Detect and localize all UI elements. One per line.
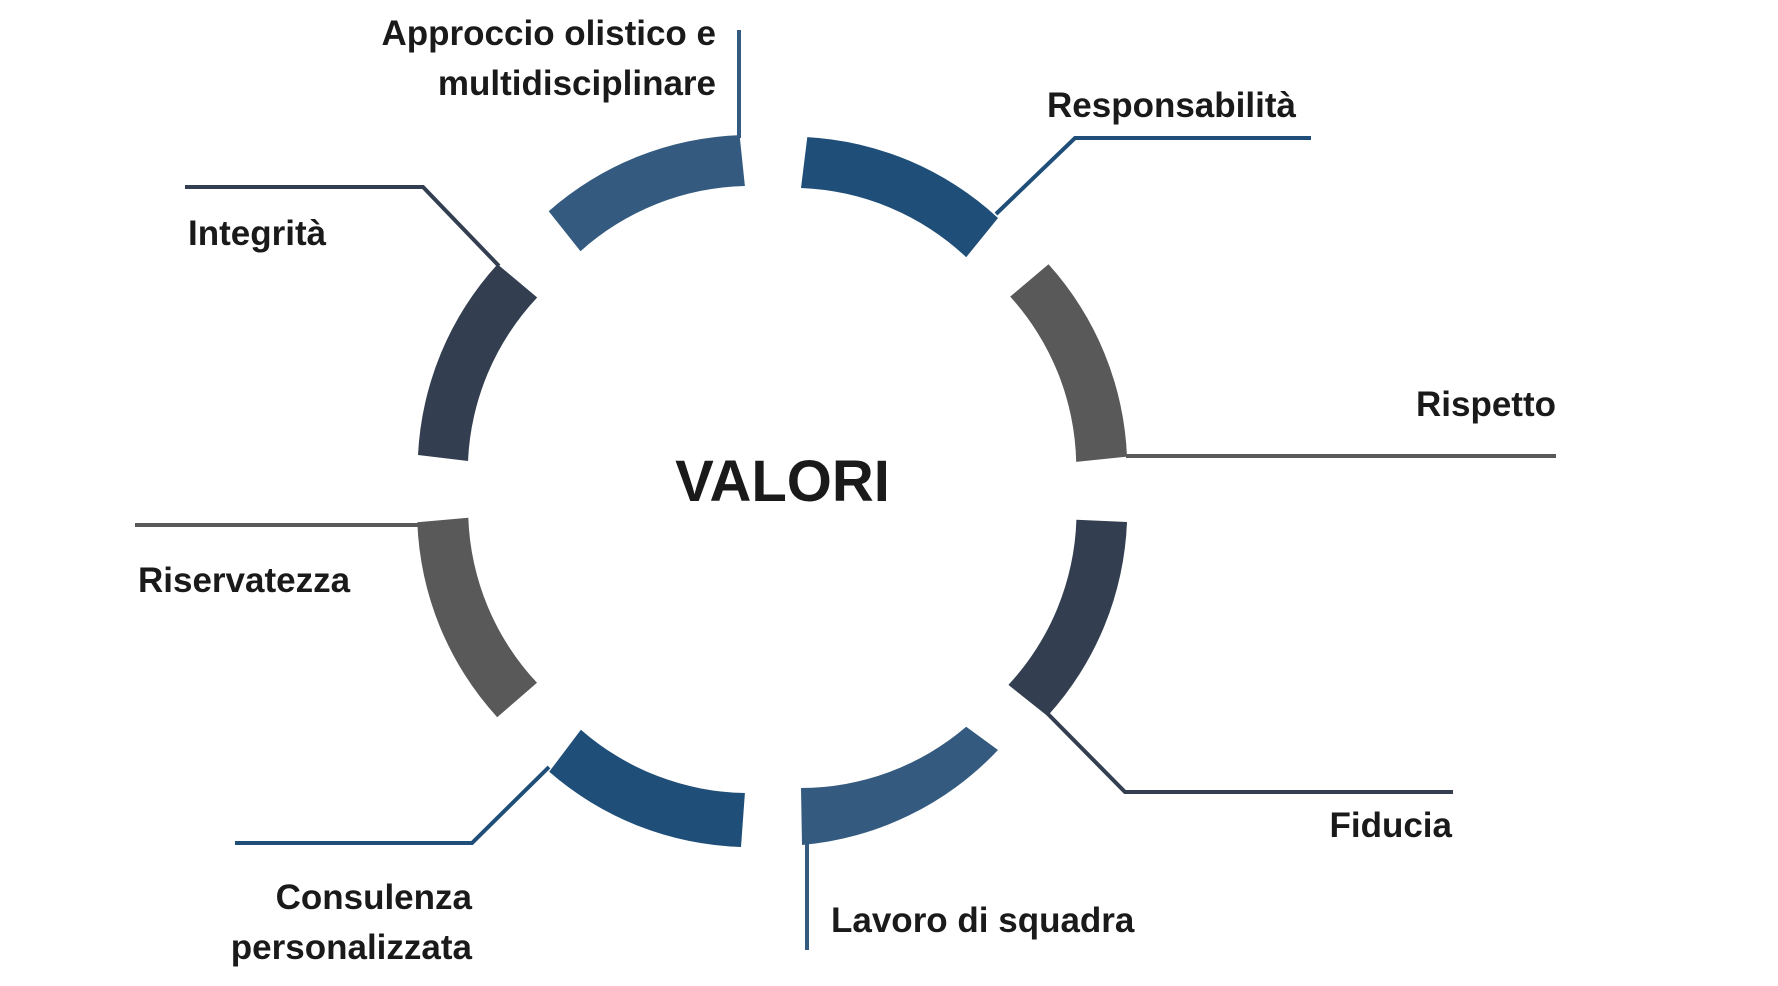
segment-approccio xyxy=(548,135,745,252)
label-responsabilita: Responsabilità xyxy=(1047,86,1296,125)
leader-line-integrita xyxy=(185,185,501,268)
leader-line-responsabilita xyxy=(994,136,1311,216)
label-approccio: Approccio olistico e multidisciplinare xyxy=(381,14,717,103)
label-lavoro: Lavoro di squadra xyxy=(831,901,1135,940)
segment-responsabilita xyxy=(801,137,998,258)
segment-integrita xyxy=(418,264,538,461)
segment-rispetto xyxy=(1010,264,1127,462)
label-riservatezza: Riservatezza xyxy=(138,561,351,600)
segment-consulenza xyxy=(549,729,745,847)
center-title: VALORI xyxy=(675,449,890,514)
leader-line-consulenza xyxy=(235,765,551,845)
label-fiducia: Fiducia xyxy=(1329,806,1452,845)
segment-fiducia xyxy=(1008,519,1127,716)
label-rispetto: Rispetto xyxy=(1416,385,1556,424)
label-consulenza: Consulenza personalizzata xyxy=(230,878,472,967)
label-integrita: Integrità xyxy=(188,214,327,253)
segment-lavoro xyxy=(801,726,998,845)
leader-line-fiducia xyxy=(1045,711,1453,794)
segment-riservatezza xyxy=(417,517,537,718)
